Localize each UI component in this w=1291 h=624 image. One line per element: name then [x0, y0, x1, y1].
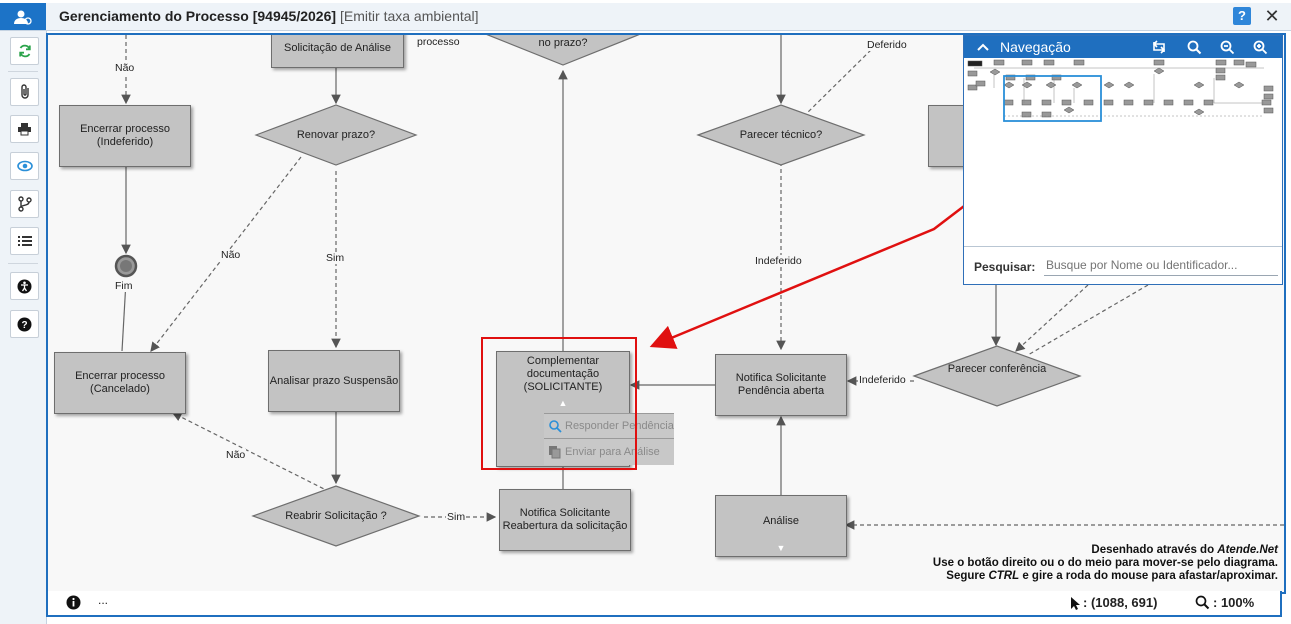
left-toolbar: ?: [0, 31, 47, 624]
chevron-up-icon[interactable]: [976, 42, 990, 52]
attachment-icon: [20, 84, 29, 99]
node-complementar-label: Complementar documentação (SOLICITANTE): [523, 355, 603, 393]
label-fim: Fim: [114, 280, 134, 292]
help-button[interactable]: ?: [1233, 7, 1251, 25]
search-icon: [549, 420, 562, 433]
decision-no-prazo[interactable]: no prazo?: [538, 37, 588, 49]
toolbar-separator: [8, 71, 38, 72]
node-solicitacao-analise[interactable]: Solicitação de Análise: [271, 35, 404, 68]
navigation-panel[interactable]: Navegação: [963, 35, 1283, 285]
highlight-box: [481, 337, 637, 470]
navigation-header: Navegação: [964, 36, 1282, 58]
search-icon[interactable]: [1187, 40, 1202, 55]
flow-button[interactable]: [10, 190, 39, 218]
zoom-in-icon[interactable]: [1253, 40, 1268, 55]
list-icon: [17, 236, 32, 246]
help-circle-button[interactable]: ?: [10, 310, 39, 338]
expand-icon[interactable]: ▼: [776, 543, 786, 553]
label-sim: Sim: [446, 511, 467, 523]
label-sim: Sim: [325, 252, 346, 264]
accessibility-button[interactable]: [10, 272, 39, 300]
label-nao: Não: [114, 62, 136, 74]
action-responder-pendencia[interactable]: Responder Pendência: [544, 413, 674, 438]
node-analise[interactable]: Análise ▼: [715, 495, 847, 557]
cursor-coordinates: : (1088, 691): [1083, 595, 1158, 610]
diagram-connectors: [114, 35, 1284, 547]
node-analise-label: Análise: [762, 514, 800, 527]
status-bar: ... : (1088, 691) : 100%: [46, 591, 1282, 617]
credit-line-2: Use o botão direito ou o do meio para mo…: [932, 557, 1278, 569]
list-button[interactable]: [10, 227, 39, 255]
refresh-icon: [18, 44, 31, 58]
help-circle-icon: ?: [17, 317, 32, 331]
node-notifica-pendencia[interactable]: Notifica Solicitante Pendência aberta: [715, 354, 847, 416]
view-button[interactable]: [10, 152, 39, 180]
node-analisar-prazo[interactable]: Analisar prazo Suspensão: [268, 350, 400, 412]
label-indeferido: Indeferido: [754, 255, 803, 267]
navigation-minimap[interactable]: [964, 58, 1282, 244]
decision-reabrir-solicitacao[interactable]: Reabrir Solicitação ?: [285, 510, 387, 522]
node-notifica-reabertura[interactable]: Notifica Solicitante Reabertura da solic…: [499, 489, 631, 551]
cursor-icon: [1071, 597, 1080, 610]
refresh-button[interactable]: [10, 37, 39, 65]
label-processo: processo: [416, 36, 461, 48]
decision-parecer-conferencia[interactable]: Parecer conferência: [947, 363, 1047, 375]
branch-icon: [17, 196, 32, 212]
print-icon: [18, 123, 31, 136]
credit-line-3: Segure CTRL e gire a roda do mouse para …: [946, 570, 1278, 582]
print-button[interactable]: [10, 115, 39, 143]
user-button[interactable]: [0, 3, 46, 30]
decision-parecer-tecnico[interactable]: Parecer técnico?: [739, 129, 823, 141]
title-bar: Gerenciamento do Processo [94945/2026][E…: [0, 3, 1291, 31]
toolbar-separator: [8, 263, 38, 264]
navigation-title: Navegação: [1000, 39, 1071, 55]
search-label: Pesquisar:: [974, 260, 1036, 274]
eye-icon: [16, 160, 33, 172]
swap-icon[interactable]: [1151, 40, 1167, 54]
close-button[interactable]: ✕: [1264, 6, 1280, 26]
label-nao: Não: [225, 449, 247, 461]
window-title: Gerenciamento do Processo [94945/2026][E…: [59, 8, 479, 24]
credit-line-1: Desenhado através do Atende.Net: [1091, 544, 1278, 556]
node-encerrar-indeferido[interactable]: Encerrar processo (Indeferido): [59, 105, 191, 167]
title-subtitle: [Emitir taxa ambiental]: [340, 8, 479, 24]
copy-icon: [549, 446, 561, 459]
search-input[interactable]: [1044, 255, 1278, 276]
label-indeferido: Indeferido: [858, 374, 907, 386]
node-partial[interactable]: [928, 105, 969, 167]
node-encerrar-cancelado[interactable]: Encerrar processo (Cancelado): [54, 352, 186, 414]
label-deferido: Deferido: [866, 39, 908, 51]
accessibility-icon: [17, 279, 32, 293]
zoom-out-icon[interactable]: [1220, 40, 1235, 55]
user-icon: [14, 10, 32, 25]
navigation-search: Pesquisar:: [964, 246, 1282, 284]
decision-renovar-prazo[interactable]: Renovar prazo?: [296, 129, 376, 141]
label-nao: Não: [220, 249, 242, 261]
zoom-level: : 100%: [1213, 595, 1255, 610]
collapse-icon[interactable]: ▲: [558, 398, 568, 408]
zoom-icon: [1195, 595, 1210, 610]
status-text: ...: [98, 593, 109, 607]
info-icon[interactable]: [66, 595, 81, 610]
svg-text:?: ?: [21, 320, 27, 331]
title-text: Gerenciamento do Processo [94945/2026]: [59, 8, 337, 24]
attachment-button[interactable]: [10, 78, 39, 106]
